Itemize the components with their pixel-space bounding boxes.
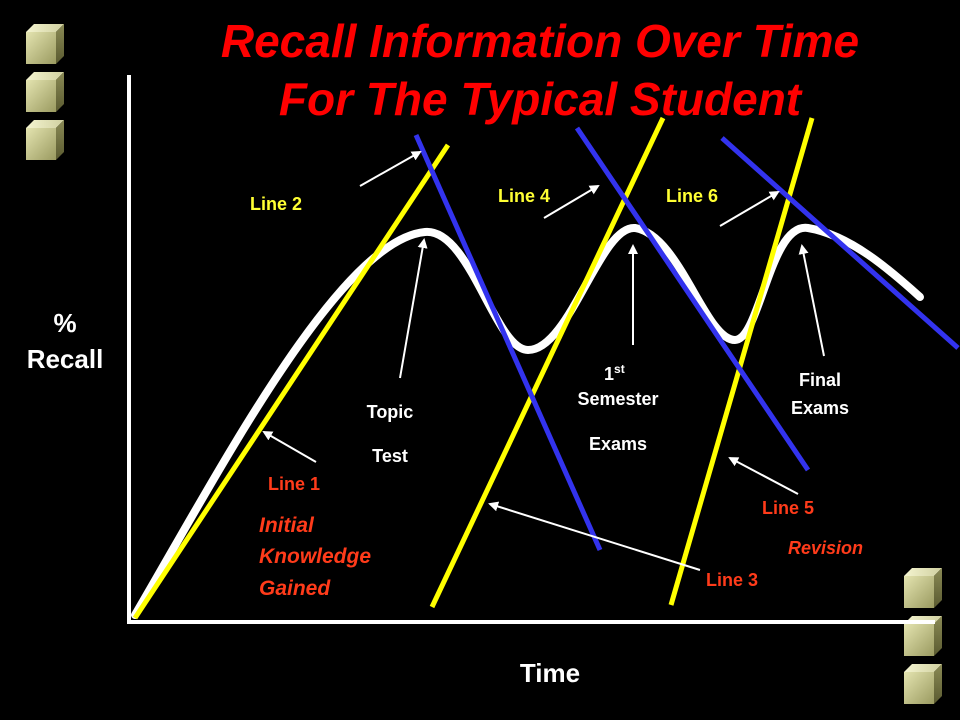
y-axis-label-recall: Recall (26, 344, 104, 374)
label-gained: Gained (259, 577, 331, 600)
title-line-1: Recall Information Over Time (220, 15, 860, 67)
label-revision: Revision (788, 538, 864, 558)
line-4-blue (574, 126, 811, 472)
cube-icon-top-left-1 (26, 24, 64, 64)
label-knowledge: Knowledge (259, 545, 372, 568)
label-semester-ordinal: 1st (604, 362, 625, 385)
label-line-6: Line 6 (666, 186, 719, 206)
label-line-2: Line 2 (250, 194, 303, 214)
label-line-5: Line 5 (762, 498, 815, 518)
line-6-blue (720, 136, 960, 350)
label-semester-exams: Exams (588, 434, 648, 454)
label-final: Final (798, 370, 841, 390)
line-topic-blue (413, 133, 603, 552)
label-line-1: Line 1 (268, 474, 321, 494)
label-semester-number: 1 (604, 364, 615, 384)
arrow-final-exams (798, 244, 825, 357)
title-line-2: For The Typical Student (278, 73, 802, 125)
label-test: Test (372, 446, 408, 466)
label-line-4: Line 4 (498, 186, 551, 206)
label-final-exams: Exams (790, 398, 850, 418)
arrow-line-6 (719, 190, 780, 227)
cube-icon-top-left-2 (26, 72, 64, 112)
recall-curve (131, 223, 924, 619)
x-axis-label-time: Time (519, 658, 581, 688)
label-topic: Topic (366, 402, 414, 422)
line-1-2-yellow (132, 143, 451, 620)
arrow-topic-test (399, 238, 428, 379)
label-initial: Initial (259, 514, 314, 537)
cube-icon-bottom-right-1 (904, 568, 942, 608)
label-semester-suffix: st (614, 362, 625, 376)
label-semester: Semester (577, 389, 659, 409)
cube-icon-bottom-right-3 (904, 664, 942, 704)
cube-icon-top-left-3 (26, 120, 64, 160)
arrow-line-1 (262, 431, 317, 463)
arrow-line-4 (543, 184, 600, 219)
arrow-line-3 (488, 501, 701, 571)
arrow-line-2 (359, 151, 422, 187)
label-line-3: Line 3 (706, 570, 759, 590)
arrow-line-5 (728, 457, 799, 495)
y-axis-label-percent: % (53, 308, 77, 338)
